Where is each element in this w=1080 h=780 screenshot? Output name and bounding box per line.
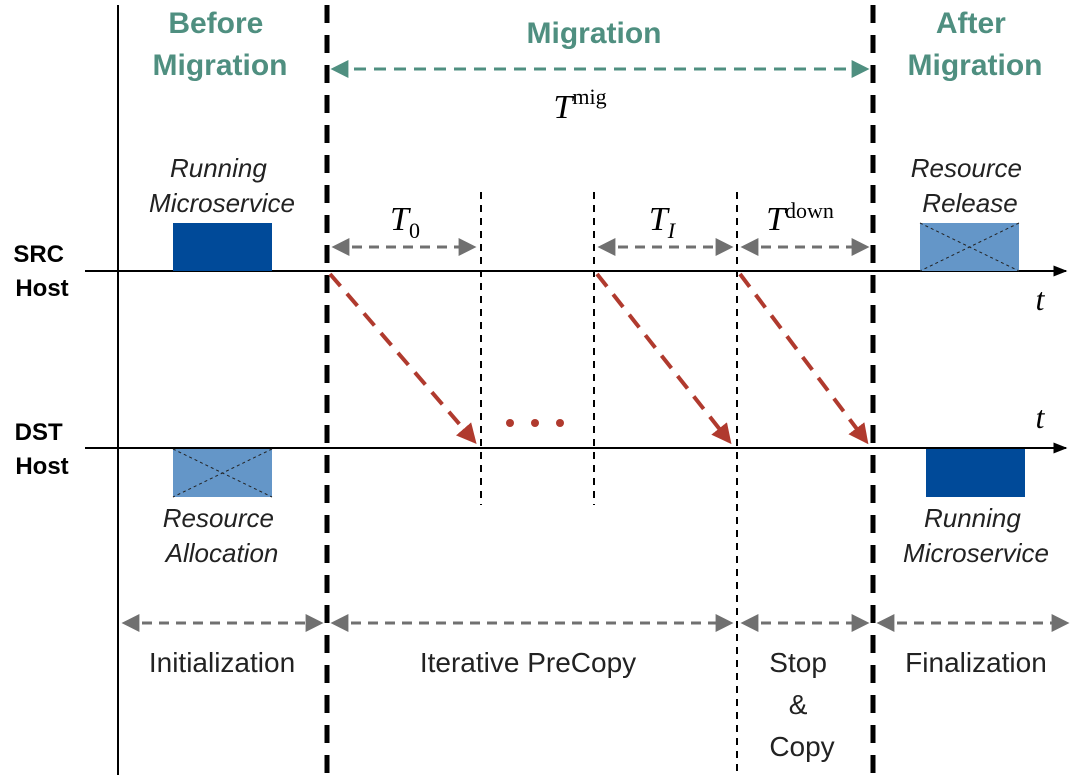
src-time-label: t <box>1036 281 1046 317</box>
before-migration-title: Before Migration <box>153 7 288 82</box>
migration-title: Migration <box>527 17 662 50</box>
src-running-label: Running Microservice <box>149 153 295 218</box>
t-mig-label: Tmig <box>553 84 606 126</box>
transfer-arrow-round-0 <box>328 272 477 445</box>
after-migration-title: After Migration <box>908 7 1043 82</box>
t-0-label: T0 <box>390 201 420 243</box>
precopy-label: Iterative PreCopy <box>420 647 636 678</box>
dst-time-label: t <box>1036 399 1046 435</box>
dst-resource-allocation-box <box>172 448 273 498</box>
dst-running-microservice-box <box>926 449 1025 497</box>
t-down-label: Tdown <box>766 198 834 238</box>
t-i-label: TI <box>649 201 677 243</box>
dst-running-label: Running Microservice <box>903 503 1049 568</box>
src-release-label: Resource Release <box>911 153 1030 218</box>
dst-allocation-label: Resource Allocation <box>163 503 282 568</box>
src-resource-release-box <box>919 222 1020 272</box>
initialization-label: Initialization <box>149 647 295 678</box>
finalization-label: Finalization <box>905 647 1047 678</box>
stop-copy-label: Stop & Copy <box>769 647 834 762</box>
src-host-label: SRC Host <box>13 241 70 302</box>
transfer-arrow-stop-copy <box>738 272 869 445</box>
ellipsis-dots <box>506 419 564 427</box>
dst-host-label: DST Host <box>15 419 70 480</box>
src-running-microservice-box <box>173 223 272 271</box>
transfer-arrow-round-i <box>595 272 732 445</box>
